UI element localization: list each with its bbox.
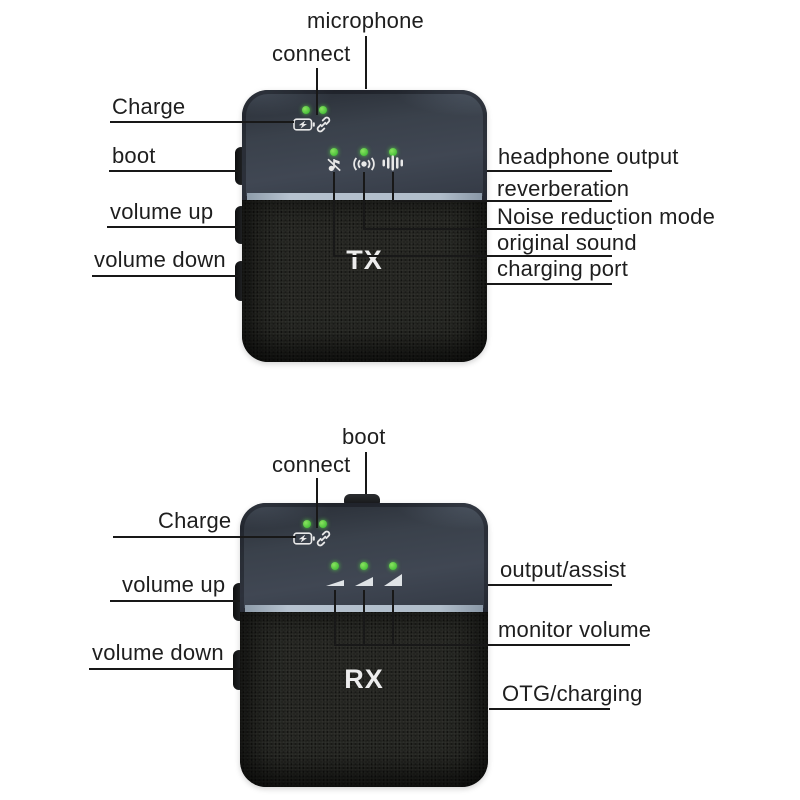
tx-charge-label: Charge [112, 94, 186, 119]
tx-boot-label: boot [112, 143, 156, 168]
tx-headphone-output-label: headphone output [498, 144, 679, 169]
radio-signal-icon [351, 157, 377, 171]
tx-device-label: TX [346, 245, 383, 275]
tx-reverberation-label: reverberation [497, 176, 630, 201]
tx-device: TX [235, 90, 487, 362]
rx-charge-pointer-line [113, 536, 296, 538]
tx-charge-led [302, 106, 310, 114]
rx-output-assist-label: output/assist [500, 557, 627, 582]
rx-monitor-volume-pointer-vline-3 [392, 590, 394, 646]
rx-otg-charging-label: OTG/charging [502, 681, 643, 706]
tx-noise-led [330, 148, 338, 156]
battery-charge-icon [293, 532, 315, 545]
tx-volume-down-pointer-line [92, 275, 240, 277]
tx-volume-up-label: volume up [110, 199, 214, 224]
rx-connect-led [319, 520, 327, 528]
rx-volume-led-2 [360, 562, 368, 570]
tx-reverberation-pointer-hline [392, 200, 612, 202]
rx-charge-led [303, 520, 311, 528]
rx-monitor-volume-pointer-hline [334, 644, 630, 646]
tx-volume-down-label: volume down [94, 247, 226, 272]
tx-original-sound-pointer-hline [333, 255, 612, 257]
tx-connect-led [319, 106, 327, 114]
volume-wedge-medium-icon [355, 577, 373, 586]
rx-volume-down-label: volume down [92, 640, 224, 665]
tx-connect-label: connect [272, 41, 351, 66]
volume-wedge-small-icon [326, 580, 344, 586]
tx-textured-body: TX [242, 200, 487, 362]
rx-monitor-volume-pointer-vline-2 [363, 590, 365, 646]
rx-boot-pointer-line [365, 452, 367, 494]
tx-signal-led [360, 148, 368, 156]
tx-noise-reduction-pointer-vline [363, 172, 365, 230]
tx-charge-pointer-line [110, 121, 294, 123]
rx-volume-up-label: volume up [122, 572, 226, 597]
equalizer-icon [382, 155, 404, 171]
tx-volume-up-pointer-line [107, 226, 240, 228]
tx-original-sound-pointer-vline [333, 172, 335, 257]
tx-original-sound-label: original sound [497, 230, 637, 255]
tx-charging-port-pointer-line [487, 283, 612, 285]
rx-connect-label: connect [272, 452, 351, 477]
rx-volume-led-1 [331, 562, 339, 570]
tx-noise-reduction-pointer-hline [363, 228, 612, 230]
battery-charge-icon [293, 118, 315, 131]
rx-boot-label: boot [342, 424, 386, 449]
rx-otg-charging-pointer-line [489, 708, 610, 710]
rx-monitor-volume-pointer-vline-1 [334, 590, 336, 646]
link-icon [315, 116, 332, 133]
tx-connect-pointer-line [316, 68, 318, 115]
tx-charging-port-label: charging port [497, 256, 629, 281]
tx-headphone-output-pointer-line [487, 170, 612, 172]
rx-output-assist-pointer-line [488, 584, 612, 586]
link-icon [315, 530, 332, 547]
rx-volume-up-pointer-line [110, 600, 240, 602]
tx-equalizer-led [389, 148, 397, 156]
tx-noise-reduction-label: Noise reduction mode [497, 204, 716, 229]
rx-volume-led-3 [389, 562, 397, 570]
rx-device-label: RX [344, 664, 384, 694]
tx-boot-pointer-line [109, 170, 240, 172]
rx-monitor-volume-label: monitor volume [498, 617, 652, 642]
tx-reverberation-pointer-vline [392, 172, 394, 202]
rx-connect-pointer-line [316, 478, 318, 528]
tx-microphone-label: microphone [307, 8, 424, 33]
tx-microphone-pointer-line [365, 36, 367, 89]
rx-charge-label: Charge [158, 508, 232, 533]
volume-wedge-large-icon [384, 574, 402, 586]
rx-volume-down-pointer-line [89, 668, 240, 670]
noise-off-icon [327, 157, 341, 172]
